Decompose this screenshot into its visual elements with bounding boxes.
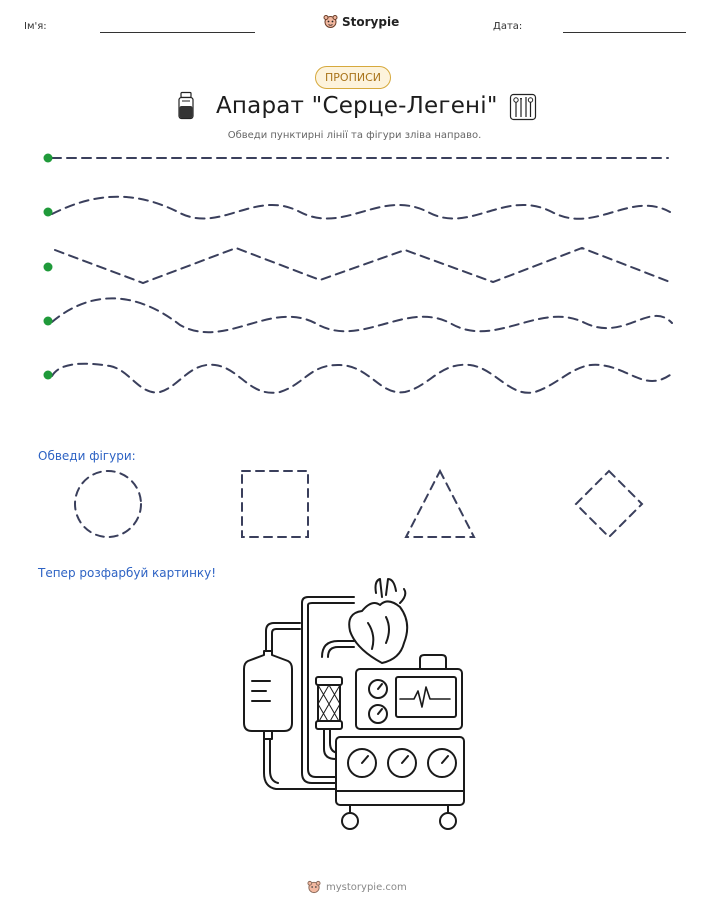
surgical-tools-icon bbox=[509, 93, 537, 121]
tracing-line-wave bbox=[51, 195, 671, 220]
instructions: Обведи пунктирні лінії та фігури зліва н… bbox=[227, 130, 482, 141]
date-line bbox=[563, 32, 686, 33]
storypie-mascot-icon bbox=[307, 880, 321, 894]
tracing-line-wave-large bbox=[51, 297, 673, 334]
shape-triangle bbox=[404, 468, 476, 538]
tracing-shapes bbox=[74, 468, 644, 539]
tracing-line-zigzag bbox=[54, 246, 671, 285]
storypie-mascot-icon bbox=[323, 15, 338, 28]
footer-site[interactable]: mystorypie.com bbox=[326, 881, 407, 893]
shape-square bbox=[241, 470, 309, 538]
coloring-section-title: Тепер розфарбуй картинку! bbox=[38, 566, 217, 580]
shape-diamond bbox=[574, 469, 644, 539]
brand-logo: Storypie bbox=[323, 14, 399, 29]
start-dot bbox=[43, 316, 53, 326]
worksheet-badge: ПРОПИСИ bbox=[315, 66, 391, 89]
start-dot bbox=[43, 207, 53, 217]
date-label: Дата: bbox=[493, 21, 523, 32]
start-dot bbox=[43, 262, 53, 272]
footer: mystorypie.com bbox=[307, 880, 407, 894]
start-dot bbox=[43, 370, 53, 380]
brand-name: Storypie bbox=[342, 14, 400, 29]
tracing-line-bumps bbox=[51, 362, 671, 394]
page-title: Апарат "Серце-Легені" bbox=[216, 93, 498, 119]
tracing-lines bbox=[43, 153, 673, 394]
shape-circle bbox=[74, 470, 142, 538]
heart-lung-machine-illustration bbox=[243, 578, 465, 830]
start-dot bbox=[43, 153, 53, 163]
medicine-vial-icon bbox=[178, 91, 194, 120]
name-label: Ім'я: bbox=[24, 21, 47, 32]
name-line bbox=[100, 32, 255, 33]
shapes-section-title: Обведи фігури: bbox=[38, 449, 136, 463]
